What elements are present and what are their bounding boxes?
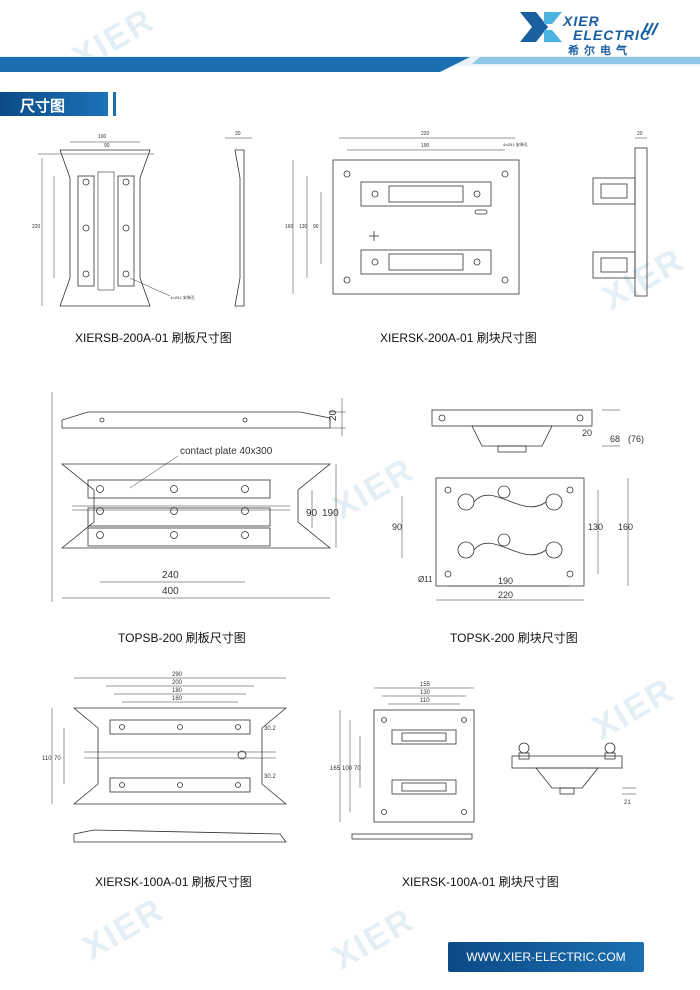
dim-label: 110	[42, 756, 52, 762]
dim-label: 240	[162, 570, 179, 581]
drawing-topsb-200: 20 contact plate 40x300 90 190 240 400	[51, 392, 346, 602]
drawing-xiersk-100a-block: 155 130 110 165 100 70 21	[330, 682, 636, 840]
dim-label: 155	[420, 682, 431, 688]
caption-drawing-6: XIERSK-100A-01 刷块尺寸图	[402, 875, 559, 889]
caption-drawing-1: XIERSB-200A-01 刷板尺寸图	[75, 331, 232, 345]
dim-label: 90	[306, 508, 318, 519]
watermark: XIER	[326, 900, 421, 978]
dim-label: 20	[235, 131, 241, 137]
section-title: 尺寸图	[20, 98, 66, 115]
drawing-xiersk-200a: 220 190 4×Ø11 安装孔 160 130 90 20	[285, 131, 648, 297]
watermark: XIER	[76, 890, 171, 968]
dim-label: 68	[610, 434, 620, 444]
dim-label: 90	[313, 224, 319, 230]
brand-line3: 希尔电气	[568, 45, 632, 57]
drawing-xiersk-100a-plate: 290 200 180 160 110 70 30.2 30.2	[42, 672, 288, 843]
brand-logo-icon	[520, 12, 562, 42]
dim-label: 220	[421, 131, 430, 137]
dim-label: 130	[299, 224, 308, 230]
dim-label: 20	[582, 428, 592, 438]
dim-label: 70	[354, 766, 361, 772]
brand-line1: XIER	[563, 13, 600, 29]
dim-label: 90	[104, 143, 110, 149]
caption-drawing-5: XIERSK-100A-01 刷板尺寸图	[95, 875, 252, 889]
brand-line2: ELECTRIC	[573, 27, 651, 43]
dim-label: Ø11	[418, 575, 433, 584]
dim-label: 21	[624, 800, 631, 806]
dim-note: 4×Ø11 安装孔	[170, 294, 195, 300]
dim-label: 400	[162, 586, 179, 597]
dim-label: contact plate 40x300	[180, 446, 273, 457]
dim-label: 160	[172, 696, 183, 702]
dim-label: 100	[98, 134, 107, 140]
dim-label: 220	[498, 590, 513, 600]
dim-label: 90	[392, 522, 402, 532]
caption-drawing-4: TOPSK-200 刷块尺寸图	[450, 631, 578, 645]
caption-drawing-3: TOPSB-200 刷板尺寸图	[118, 631, 246, 645]
dim-label: 220	[32, 224, 41, 230]
dim-label: 70	[54, 756, 61, 762]
drawing-topsk-200: 20 68 (76) 90 130 160 Ø11 190 220	[392, 409, 644, 601]
dim-label: 190	[421, 143, 430, 149]
section-tag	[0, 92, 108, 116]
dim-label: 290	[172, 672, 183, 678]
section-accent	[113, 92, 116, 116]
dim-label: 20	[637, 131, 643, 137]
dim-label: 180	[172, 688, 183, 694]
dim-note: 4×Ø11 安装孔	[503, 141, 528, 147]
dim-label: 165	[330, 766, 341, 772]
dim-label: 130	[588, 522, 603, 532]
caption-drawing-2: XIERSK-200A-01 刷块尺寸图	[380, 331, 537, 345]
dim-label: 100	[342, 766, 353, 772]
dim-label: 30.2	[264, 726, 276, 732]
dim-label: 200	[172, 680, 183, 686]
dim-label: 190	[322, 508, 339, 519]
dim-label: 160	[618, 522, 633, 532]
dim-label: 30.2	[264, 774, 276, 780]
website-url[interactable]: WWW.XIER-ELECTRIC.COM	[448, 942, 644, 972]
dim-label: 110	[420, 698, 430, 704]
dim-label: 190	[498, 576, 513, 586]
dim-label: 130	[420, 690, 431, 696]
drawing-xiersb-200a: 100 90 220 4×Ø11 安装孔 20	[32, 131, 252, 307]
dim-label: 160	[285, 224, 294, 230]
logo-stripes-icon	[641, 22, 659, 36]
dim-label: (76)	[628, 434, 644, 444]
header-band	[0, 56, 700, 72]
dim-label: 20	[328, 409, 339, 421]
